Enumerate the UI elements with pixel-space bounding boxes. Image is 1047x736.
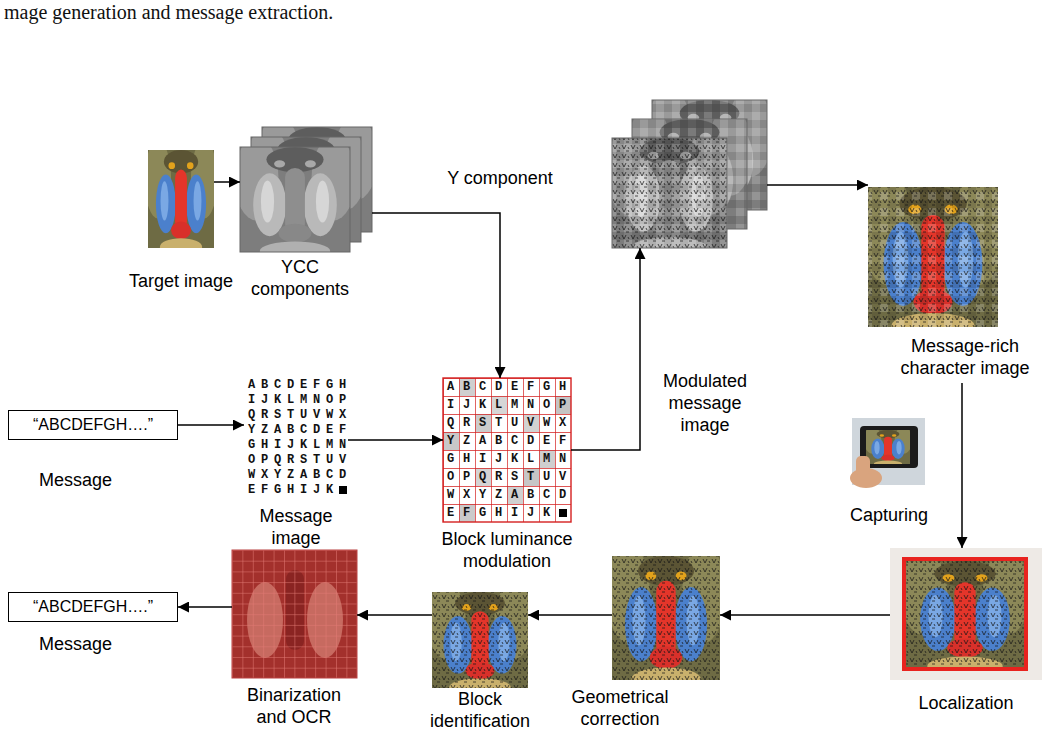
block-photo bbox=[427, 582, 533, 695]
message-rich-photo bbox=[868, 187, 998, 327]
character-row: W X Y Z A B C D bbox=[447, 486, 567, 504]
image-caption: Message image bbox=[246, 505, 346, 549]
box-caption: Message bbox=[39, 633, 112, 655]
binarized-grid bbox=[232, 550, 357, 678]
page-text: mage generation and message extraction. bbox=[4, 0, 333, 24]
target-photo bbox=[145, 140, 218, 256]
image-caption: Block identification bbox=[425, 688, 535, 732]
character-row: E F G H I J K bbox=[248, 483, 333, 498]
character-row: Y Z A B C D E F bbox=[248, 423, 346, 438]
modulated-stack bbox=[612, 138, 727, 248]
character-row: G H I J K L M N bbox=[248, 438, 346, 453]
character-row: W X Y Z A B C D bbox=[248, 468, 346, 483]
message-box: “ABCDEFGH….”Message bbox=[8, 592, 178, 622]
message-rich-photo bbox=[862, 173, 1005, 338]
localization-photo bbox=[906, 561, 1024, 667]
character-row: A B C D E F G H bbox=[248, 378, 346, 393]
message-text: “ABCDEFGH….” bbox=[33, 597, 153, 617]
image-node: Binarization and OCR bbox=[232, 550, 357, 678]
image-caption: Block luminance modulation bbox=[432, 528, 582, 572]
modulated-stack bbox=[612, 138, 727, 248]
image-node: Block identification bbox=[432, 592, 528, 688]
flow-arrow bbox=[571, 248, 640, 450]
flow-arrow bbox=[767, 184, 868, 186]
ycc-stack bbox=[235, 117, 378, 261]
image-caption: Localization bbox=[891, 692, 1041, 714]
flow-arrow bbox=[528, 614, 612, 616]
message-rich-photo bbox=[862, 173, 1005, 338]
localization-photo bbox=[890, 548, 1042, 680]
character-row: Y Z A B C D E F bbox=[447, 432, 567, 450]
edge-label: Y component bbox=[447, 167, 553, 189]
ycc-stack bbox=[240, 147, 350, 252]
message-grid-square bbox=[339, 486, 347, 494]
phone-capture-icon bbox=[856, 456, 870, 476]
image-node: Geometrical correction bbox=[612, 556, 720, 680]
ycc-stack bbox=[235, 137, 356, 261]
binarized-grid bbox=[232, 550, 357, 678]
image-caption: YCC components bbox=[240, 256, 360, 300]
flow-arrow bbox=[178, 424, 244, 426]
block-photo bbox=[432, 592, 528, 688]
connector-group bbox=[178, 182, 962, 615]
target-photo bbox=[145, 140, 218, 256]
flow-arrow bbox=[357, 614, 432, 616]
binarized-grid bbox=[232, 550, 357, 678]
localization-photo bbox=[900, 550, 1030, 675]
block-photo bbox=[427, 582, 533, 695]
luminance-grid bbox=[443, 378, 571, 522]
phone-capture-icon bbox=[852, 418, 925, 485]
character-row: I J K L M N O P bbox=[447, 396, 567, 414]
flow-arrow bbox=[720, 614, 890, 616]
character-row: Q R S T U V W X bbox=[248, 408, 346, 423]
character-row: O P Q R S T U V bbox=[248, 453, 346, 468]
flow-arrow bbox=[348, 439, 443, 441]
image-caption: Binarization and OCR bbox=[234, 684, 354, 728]
flow-arrow bbox=[961, 383, 963, 548]
message-box: “ABCDEFGH….”Message bbox=[8, 410, 178, 440]
modulated-stack bbox=[606, 127, 733, 257]
character-row: E F G H I J K bbox=[447, 504, 551, 522]
luminance-grid bbox=[443, 378, 571, 522]
message-text: “ABCDEFGH….” bbox=[33, 415, 153, 435]
luminance-grid bbox=[443, 378, 571, 522]
edge-label: Capturing bbox=[850, 504, 928, 526]
image-node: Target image bbox=[148, 150, 214, 248]
corrected-photo bbox=[607, 544, 726, 690]
localization-photo bbox=[904, 559, 1026, 669]
modulated-stack bbox=[612, 138, 727, 248]
localization-photo bbox=[890, 548, 1042, 680]
image-caption: Modulated message image bbox=[650, 370, 760, 436]
image-node: YCC components bbox=[240, 127, 372, 252]
image-caption: Geometrical correction bbox=[555, 686, 685, 730]
image-caption: Message-rich character image bbox=[890, 335, 1040, 379]
character-row: O P Q R S T U V bbox=[447, 468, 567, 486]
phone-capture-icon bbox=[850, 418, 925, 488]
binarized-grid bbox=[232, 550, 357, 678]
flow-arrow bbox=[372, 213, 500, 378]
flow-arrow bbox=[214, 181, 240, 183]
character-row: I J K L M N O P bbox=[248, 393, 346, 408]
flow-arrow bbox=[178, 606, 232, 608]
image-node: Message-rich character image bbox=[868, 187, 1032, 383]
phone-capture-icon bbox=[864, 427, 912, 467]
modulated-stack bbox=[606, 89, 773, 257]
character-row: A B C D E F G H bbox=[447, 378, 567, 396]
box-caption: Message bbox=[39, 469, 112, 491]
image-caption: Target image bbox=[111, 270, 251, 292]
luminance-grid bbox=[559, 509, 567, 517]
character-row: G H I J K L M N bbox=[447, 450, 567, 468]
corrected-photo bbox=[607, 544, 726, 690]
luminance-grid bbox=[443, 378, 571, 522]
message-rich-photo bbox=[868, 187, 998, 327]
message-grid-square bbox=[339, 486, 347, 494]
corrected-photo bbox=[612, 556, 720, 680]
character-row: Q R S T U V W X bbox=[447, 414, 567, 432]
image-node: Modulated message image bbox=[612, 100, 767, 248]
image-node: Localization bbox=[890, 548, 1042, 680]
